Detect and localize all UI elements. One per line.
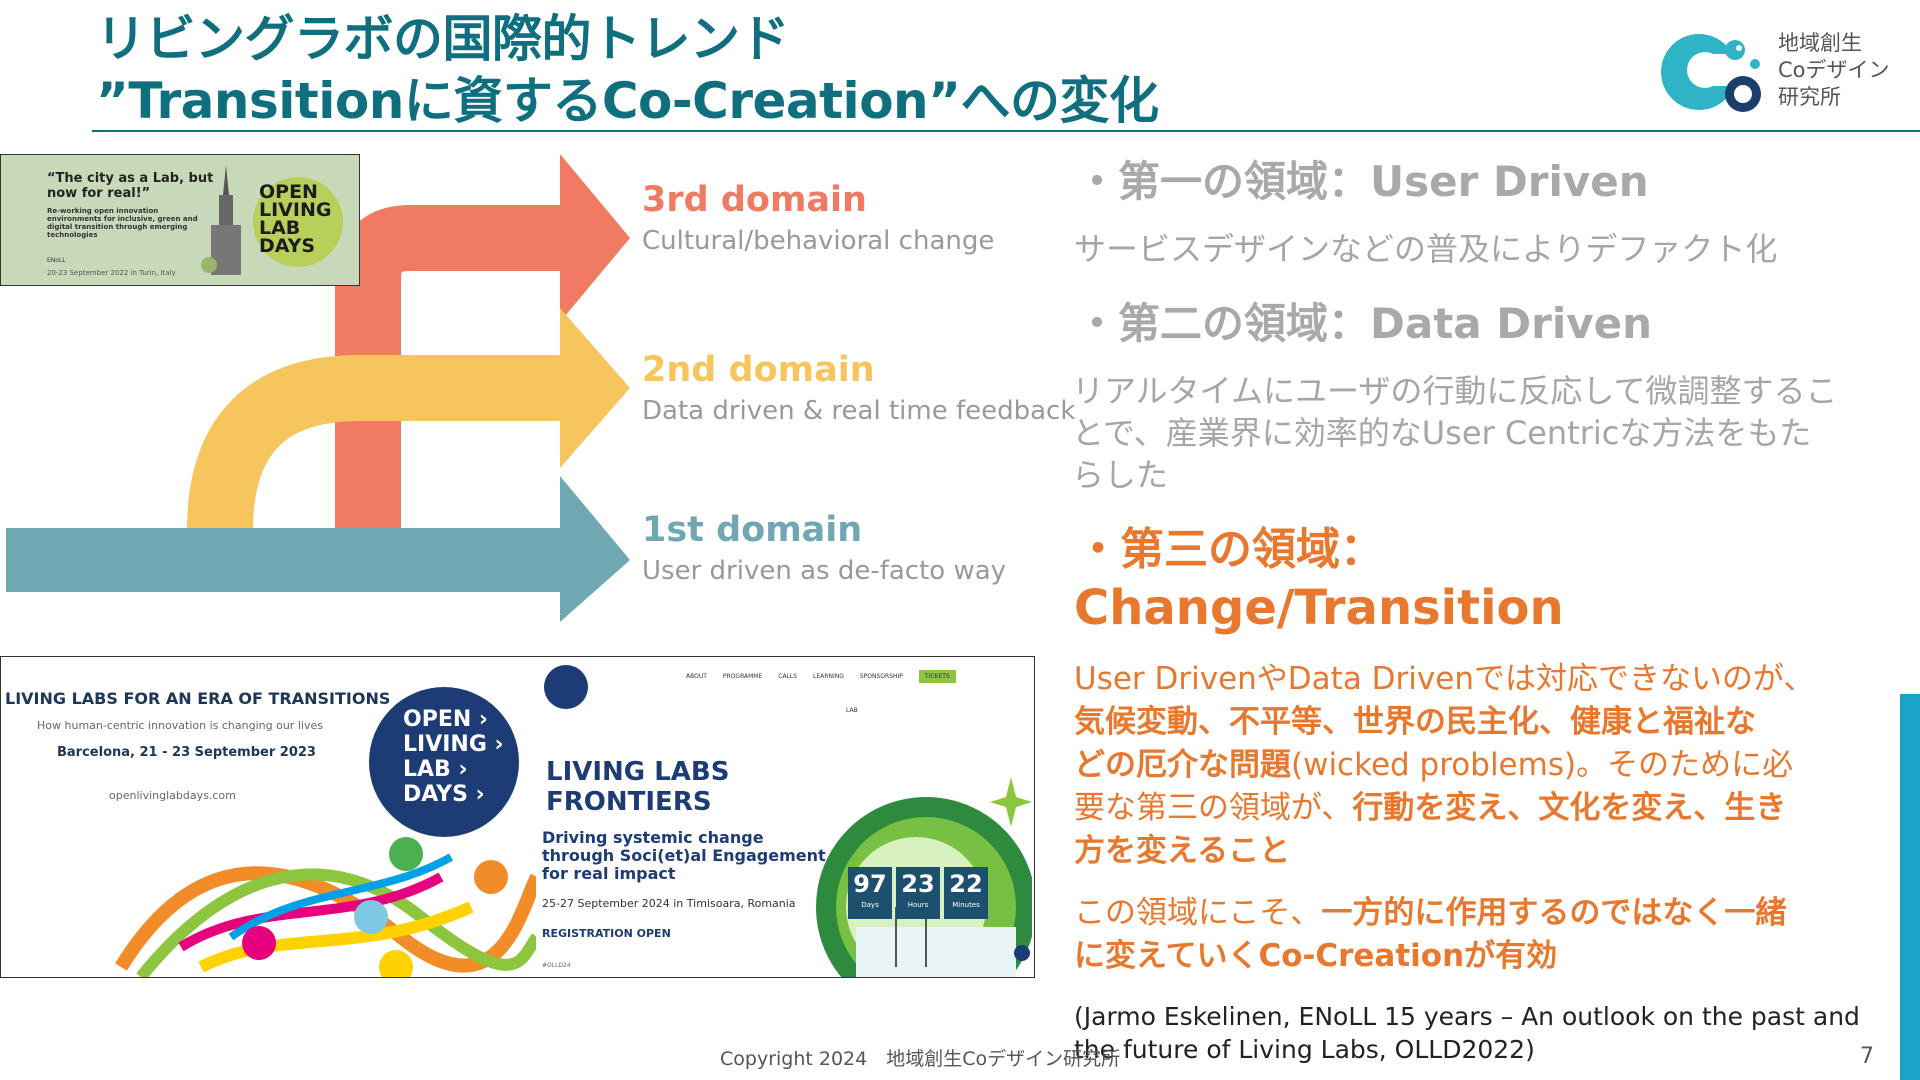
poster-olld2024: ABOUT PROGRAMME CALLS LEARNING SPONSORSH… xyxy=(536,656,1035,978)
domain3-heading: ・第三の領域： Change/Transition xyxy=(1074,524,1564,636)
arrow-1st-domain xyxy=(6,528,566,592)
page-number: 7 xyxy=(1860,1044,1874,1069)
scroll-top-icon[interactable] xyxy=(1014,945,1030,961)
domain2-heading: ・第二の領域：Data Driven xyxy=(1076,299,1652,348)
olld-badge-text: OPEN › LIVING › LAB › DAYS › xyxy=(403,707,504,807)
arrow-3rd-domain xyxy=(335,205,565,540)
nav-programme[interactable]: PROGRAMME xyxy=(722,673,763,680)
building-illustration xyxy=(201,165,251,275)
domain1-description: サービスデザインなどの普及によりデファクト化 xyxy=(1074,230,1778,268)
nav-about[interactable]: ABOUT xyxy=(686,673,707,680)
arrow-2nd-domain xyxy=(187,355,565,531)
nav-learning[interactable]: LEARNING xyxy=(813,673,844,680)
domain-label-3rd: 3rd domain Cultural/behavioral change xyxy=(642,180,995,256)
accent-bar xyxy=(1900,694,1920,1080)
countdown: 97 Days 23 Hours 22 Minutes xyxy=(848,867,988,919)
cocreation-paragraph: この領域にこそ、一方的に作用するのではなく一緒 に変えていくCo-Creatio… xyxy=(1074,895,1787,974)
nav-calls[interactable]: CALLS xyxy=(778,673,798,680)
nav-tickets[interactable]: TICKETS xyxy=(918,670,956,683)
domain-label-2nd: 2nd domain Data driven & real time feedb… xyxy=(642,350,1076,426)
olld24-logo xyxy=(544,665,588,709)
arrow-2nd-domain-head xyxy=(560,308,630,468)
logo-text: 地域創生 Coデザイン 研究所 xyxy=(1778,31,1890,109)
copyright: Copyright 2024 地域創生Coデザイン研究所 xyxy=(720,1048,1121,1070)
olld-brand-text: OPEN LIVING LAB DAYS xyxy=(259,181,332,257)
ribbon-illustration xyxy=(1,817,537,977)
page-title: リビングラボの国際的トレンド ”Transitionに資するCo-Creatio… xyxy=(96,8,1159,132)
reference: (Jarmo Eskelinen, ENoLL 15 years – An ou… xyxy=(1074,1002,1860,1064)
domain2-description: リアルタイムにユーザの行動に反応して微調整するこ とで、産業界に効率的なUser… xyxy=(1072,372,1838,494)
domain-label-1st: 1st domain User driven as de-facto way xyxy=(642,510,1007,586)
domain1-heading: ・第一の領域：User Driven xyxy=(1076,157,1649,206)
site-nav: ABOUT PROGRAMME CALLS LEARNING SPONSORSH… xyxy=(686,670,956,683)
title-divider xyxy=(92,130,1920,132)
olld-logo xyxy=(253,177,343,267)
olld-badge xyxy=(369,687,519,837)
domain-diagram xyxy=(0,150,630,630)
title-line-1: リビングラボの国際的トレンド xyxy=(96,10,789,68)
poster-olld2023: LIVING LABS FOR AN ERA OF TRANSITIONS Ho… xyxy=(0,656,538,978)
nav-sponsorship[interactable]: SPONSORSHIP xyxy=(859,673,903,680)
title-line-2: ”Transitionに資するCo-Creation”への変化 xyxy=(96,72,1159,130)
logo-mark xyxy=(1655,24,1773,116)
countdown-days: 97 Days xyxy=(848,867,892,919)
arrow-3rd-domain-head xyxy=(560,154,630,322)
poster-olld2022: “The city as a Lab, but now for real!” R… xyxy=(0,154,360,286)
arrow-1st-domain-head xyxy=(560,476,630,622)
countdown-hours: 23 Hours xyxy=(896,867,940,919)
domain3-paragraph: User DrivenやData Drivenでは対応できないのが、 気候変動、… xyxy=(1074,661,1815,869)
countdown-minutes: 22 Minutes xyxy=(944,867,988,919)
